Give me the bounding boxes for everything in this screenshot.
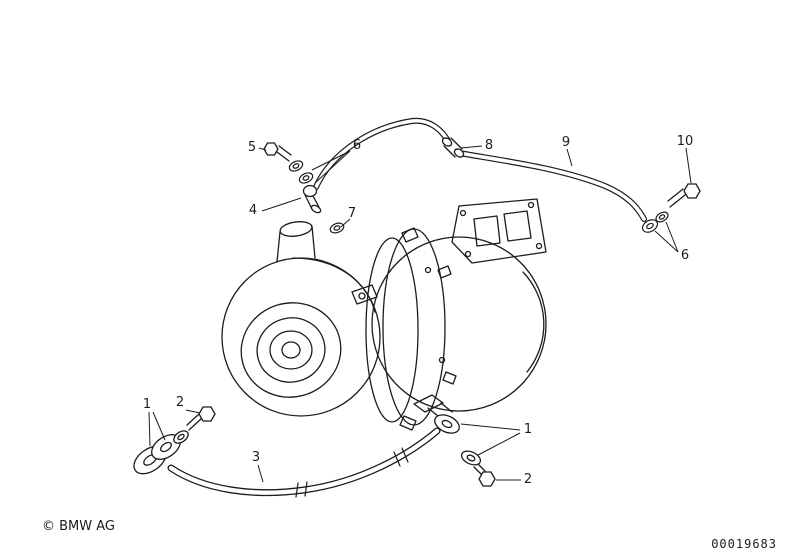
footer: © BMW AG 00019683: [42, 519, 777, 551]
callout-label-3: 3: [252, 450, 260, 465]
turbine-housing: [371, 236, 547, 412]
callout-label-1-left: 1: [143, 397, 151, 412]
compressor-inlet: [276, 221, 316, 263]
callout-label-8: 8: [485, 138, 493, 153]
oil-feed-line: [263, 117, 701, 234]
exhaust-flange: [451, 198, 547, 264]
bolt-2-left: [186, 406, 216, 431]
elbow-fitting-4: [302, 184, 322, 214]
banjo-bolt-5: [263, 142, 292, 162]
bolt-2-right: [473, 463, 496, 487]
callout-label-10: 10: [677, 134, 694, 149]
drawing-number: 00019683: [711, 537, 777, 551]
callout-label-7: 7: [348, 206, 356, 221]
drain-flange-1-left: [133, 430, 189, 475]
drain-outlet-flange: [413, 394, 453, 417]
center-housing: [351, 227, 457, 431]
drain-fitting-1-right: [434, 414, 482, 466]
banjo-bolt-10: [667, 183, 701, 208]
callout-label-2-left: 2: [176, 395, 184, 410]
callout-label-4: 4: [249, 203, 257, 218]
feed-hose-front: [313, 117, 451, 190]
leader-lines: [148, 145, 692, 483]
drain-hose-3: [167, 427, 441, 498]
oil-drain-line: [133, 406, 496, 498]
callout-label-6-right: 6: [681, 248, 689, 263]
turbocharger-drawing: [221, 198, 547, 431]
copyright-text: © BMW AG: [42, 519, 115, 534]
callout-label-1-right: 1: [524, 422, 532, 437]
washer-7: [329, 222, 345, 234]
hose-connector-8: [441, 137, 465, 158]
callout-label-9: 9: [562, 135, 570, 150]
washers-6-top: [288, 160, 314, 184]
feed-hose-rear: [456, 150, 647, 222]
callout-label-6-top: 6: [353, 138, 361, 153]
washers-6-right: [641, 211, 669, 233]
compressor-housing: [221, 257, 381, 417]
callouts: 5 6 8 9 10 4 7 6 1 2 3 1 2: [143, 134, 693, 487]
callout-label-2-right: 2: [524, 472, 532, 487]
callout-label-5: 5: [248, 140, 256, 155]
